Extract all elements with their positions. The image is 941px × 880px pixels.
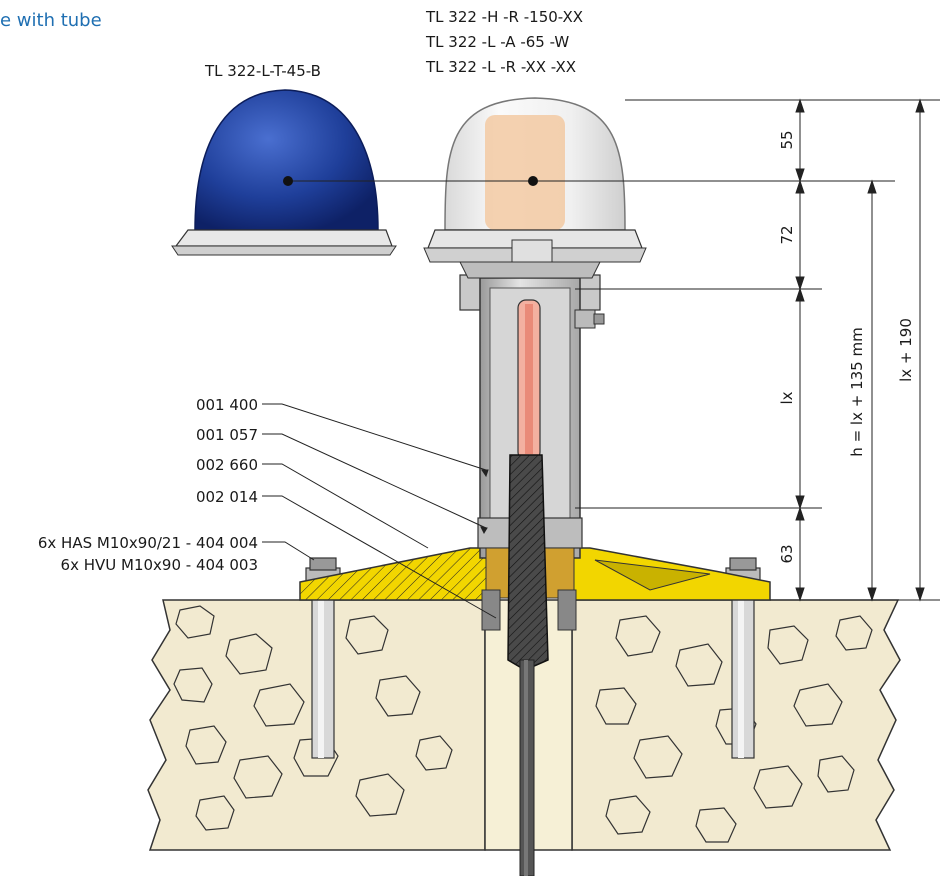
center-marker-right: [528, 176, 538, 186]
dimension-63: 63: [778, 544, 796, 563]
dimension-h: h = lx + 135 mm: [848, 327, 866, 456]
page-title: e with tube: [0, 10, 102, 31]
dimension-72: 72: [778, 225, 796, 244]
leader-lines: [262, 403, 497, 619]
model-label-right-2: TL 322 -L -A -65 -W: [425, 33, 569, 51]
part-label-002-660: 002 660: [196, 456, 258, 474]
part-label-001-400: 001 400: [196, 396, 258, 414]
dimension-column-h: [867, 179, 877, 602]
model-label-left: TL 322-L-T-45-B: [204, 62, 321, 80]
dimension-total: lx + 190: [897, 318, 915, 382]
clear-light: [423, 97, 647, 279]
dimension-lx: lx: [778, 391, 796, 404]
dimension-column-total: [915, 98, 925, 602]
dimension-55: 55: [778, 130, 796, 149]
center-marker-left: [283, 176, 293, 186]
dimension-column-1: [795, 98, 805, 602]
model-label-right-1: TL 322 -H -R -150-XX: [425, 8, 583, 26]
part-label-001-057: 001 057: [196, 426, 258, 444]
part-label-hvu-capsule: 6x HVU M10x90 - 404 003: [61, 556, 258, 574]
blue-light: [171, 89, 397, 256]
model-label-right-3: TL 322 -L -R -XX -XX: [425, 58, 576, 76]
anchor-bolt-left: [305, 557, 341, 759]
cable: [507, 454, 549, 877]
part-label-has-anchor: 6x HAS M10x90/21 - 404 004: [38, 534, 258, 552]
part-label-002-014: 002 014: [196, 488, 258, 506]
ground: [147, 599, 901, 851]
reference-lines: [575, 99, 940, 601]
